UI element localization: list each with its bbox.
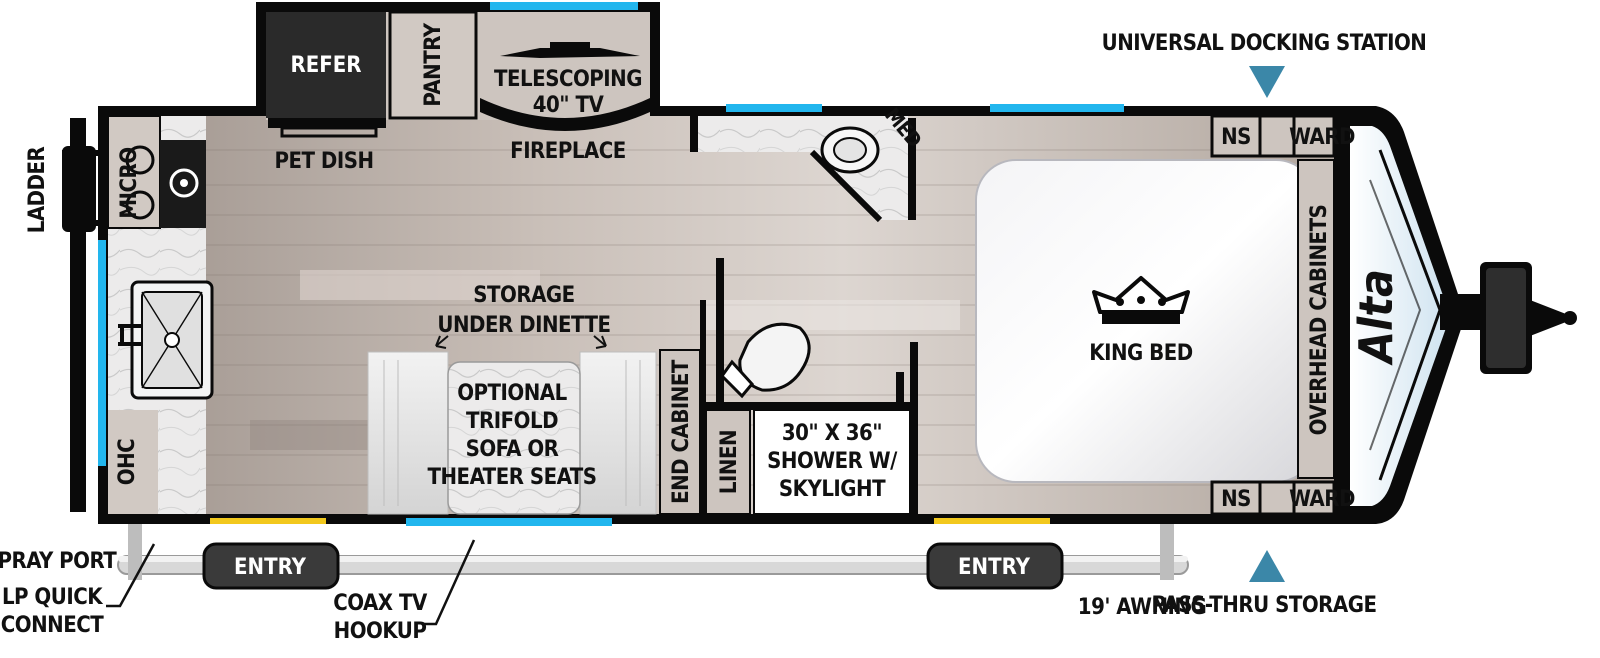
- sofa-label-4: THEATER SEATS: [427, 465, 596, 490]
- ladder: [62, 118, 102, 512]
- tv-fireplace: TELESCOPING 40" TV: [480, 12, 650, 131]
- crown-icon: [1092, 276, 1190, 324]
- refrigerator: REFER: [266, 12, 386, 118]
- end-cabinet: [659, 349, 701, 515]
- overhead-cabinets-label: OVERHEAD CABINETS: [1307, 205, 1332, 436]
- fireplace-label: FIREPLACE: [510, 139, 626, 164]
- entry-left-label: ENTRY: [234, 555, 307, 580]
- dinette: [367, 351, 657, 515]
- door-thresholds: [210, 518, 1050, 524]
- tv-label-line1: TELESCOPING: [494, 67, 642, 92]
- awning-label: 19' AWNING: [1078, 595, 1206, 620]
- pet-dish-label: PET DISH: [274, 149, 373, 174]
- linen-cabinet: [705, 409, 751, 515]
- king-bed-label: KING BED: [1089, 341, 1192, 366]
- ns-bottom-label: NS: [1221, 487, 1251, 512]
- shower: [753, 409, 911, 515]
- sofa-label-3: SOFA OR: [466, 437, 559, 462]
- universal-docking-label: UNIVERSAL DOCKING STATION: [1102, 31, 1427, 56]
- shower-label-2: SHOWER W/: [767, 449, 898, 474]
- coax-callout-line: [422, 539, 476, 626]
- spray-port-label: SPRAY PORT: [0, 549, 117, 574]
- pass-thru-label: PASS-THRU STORAGE: [1152, 593, 1377, 618]
- ohc-label: OHC: [115, 439, 140, 485]
- storage-label-1: STORAGE: [473, 283, 574, 308]
- awning: [117, 524, 1189, 580]
- wardrobe-top: [1210, 114, 1336, 158]
- wardrobe-bottom: [1210, 480, 1336, 516]
- micro-label: MICRO: [117, 147, 142, 218]
- ward-bottom-label: WARD: [1289, 487, 1355, 512]
- shower-label-3: SKYLIGHT: [779, 477, 886, 502]
- windows: [98, 2, 1124, 526]
- linen-label: LINEN: [717, 430, 742, 494]
- sofa-label-1: OPTIONAL: [457, 381, 567, 406]
- overhead-cabinets: [1297, 159, 1335, 479]
- entry-right: [926, 542, 1064, 590]
- shower-label-1: 30" X 36": [782, 421, 882, 446]
- pantry: PANTRY: [388, 10, 478, 120]
- lp-quick-label-2: CONNECT: [1, 613, 105, 638]
- coax-label-2: HOOKUP: [334, 619, 427, 644]
- hitch: [1440, 262, 1577, 374]
- docking-arrow-icon: [1249, 66, 1285, 98]
- toilet: [720, 322, 811, 399]
- sofa-label-2: TRIFOLD: [466, 409, 558, 434]
- ladder-label: LADDER: [25, 146, 50, 233]
- lp-callout-line: [106, 543, 156, 608]
- pass-thru-arrow-icon: [1249, 550, 1285, 582]
- ns-top-label: NS: [1221, 125, 1251, 150]
- ward-top-label: WARD: [1289, 125, 1355, 150]
- end-cabinet-label: END CABINET: [669, 359, 694, 504]
- pet-dish: [268, 118, 386, 138]
- bath-vanity: [698, 116, 908, 223]
- lp-quick-label-1: LP QUICK: [2, 585, 103, 610]
- tv-label-line2: 40" TV: [533, 93, 605, 118]
- kitchen-sink: [118, 280, 214, 400]
- coax-label-1: COAX TV: [333, 591, 428, 616]
- burner-icons: [125, 145, 155, 220]
- entry-right-label: ENTRY: [958, 555, 1031, 580]
- storage-label-2: UNDER DINETTE: [437, 313, 610, 338]
- brand-logo: Alta: [1349, 269, 1403, 366]
- storage-arrows: [435, 335, 607, 349]
- pantry-label: PANTRY: [421, 22, 446, 106]
- refer-label: REFER: [290, 53, 361, 78]
- entry-left: [202, 542, 340, 590]
